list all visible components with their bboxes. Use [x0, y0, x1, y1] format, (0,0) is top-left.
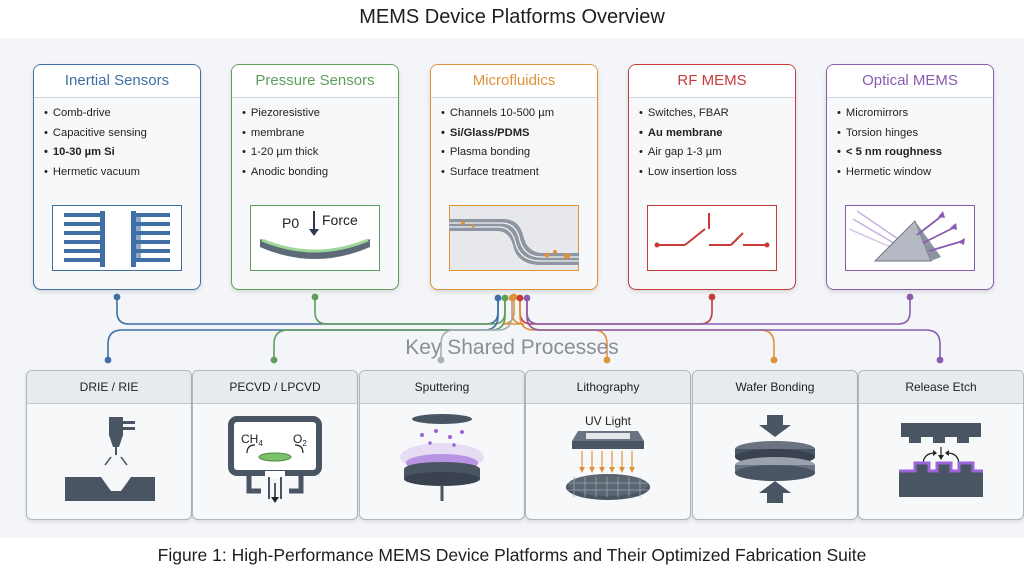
- process-card-title: DRIE / RIE: [27, 371, 191, 404]
- platform-bullet: Surface treatment: [441, 163, 597, 183]
- platform-bullet: Switches, FBAR: [639, 104, 795, 124]
- platform-card-rf-mems: RF MEMSSwitches, FBARAu membraneAir gap …: [628, 64, 796, 290]
- process-card-title: PECVD / LPCVD: [193, 371, 357, 404]
- process-card-title: Lithography: [526, 371, 690, 404]
- process-card-drie-rie: DRIE / RIE: [26, 370, 192, 520]
- platform-bullet: Capacitive sensing: [44, 124, 200, 144]
- platform-bullet: Torsion hinges: [837, 124, 993, 144]
- platform-bullet: Channels 10-500 µm: [441, 104, 597, 124]
- gas-label: O: [293, 432, 302, 446]
- platform-bullet: Hermetic vacuum: [44, 163, 200, 183]
- diaphragm-icon: P0 Force: [250, 205, 380, 271]
- release-etch-icon: [891, 413, 991, 509]
- etch-nozzle-icon: [59, 413, 159, 509]
- platform-bullet: Plasma bonding: [441, 143, 597, 163]
- p0-label: P0: [282, 215, 299, 231]
- process-card-release-etch: Release Etch: [858, 370, 1024, 520]
- platform-card-title: Microfluidics: [431, 65, 597, 98]
- platform-card-pressure-sensors: Pressure SensorsPiezoresistivemembrane1-…: [231, 64, 399, 290]
- platform-card-title: Optical MEMS: [827, 65, 993, 98]
- svg-text:O2: O2: [293, 432, 307, 448]
- platform-bullet: Au membrane: [639, 124, 795, 144]
- force-label: Force: [322, 212, 358, 228]
- channel-icon: [449, 205, 579, 271]
- page-title: MEMS Device Platforms Overview: [359, 6, 665, 28]
- platform-card-microfluidics: MicrofluidicsChannels 10-500 µmSi/Glass/…: [430, 64, 598, 290]
- deposition-chamber-icon: CH4 O2: [225, 413, 325, 509]
- rf-switch-icon: [647, 205, 777, 271]
- process-card-lithography: Lithography UV Light: [525, 370, 691, 520]
- platform-card-inertial-sensors: Inertial SensorsComb-driveCapacitive sen…: [33, 64, 201, 290]
- process-card-wafer-bonding: Wafer Bonding: [692, 370, 858, 520]
- platform-bullet: Low insertion loss: [639, 163, 795, 183]
- platform-bullet: Micromirrors: [837, 104, 993, 124]
- figure-caption: Figure 1: High-Performance MEMS Device P…: [157, 545, 867, 565]
- process-card-title: Sputtering: [360, 371, 524, 404]
- gas-label: 2: [302, 439, 307, 448]
- gas-label: 4: [258, 439, 263, 448]
- prism-mirror-icon: [845, 205, 975, 271]
- platform-bullet: Anodic bonding: [242, 163, 398, 183]
- uv-mask-icon: UV Light: [558, 413, 658, 509]
- platform-bullet: Comb-drive: [44, 104, 200, 124]
- process-card-title: Wafer Bonding: [693, 371, 857, 404]
- platform-bullet-list: Comb-driveCapacitive sensing10-30 µm SiH…: [34, 98, 200, 182]
- platform-bullet: Piezoresistive: [242, 104, 398, 124]
- process-card-title: Release Etch: [859, 371, 1023, 404]
- gas-label: CH: [241, 432, 258, 446]
- sputter-target-icon: [392, 413, 492, 509]
- platform-card-title: Pressure Sensors: [232, 65, 398, 98]
- platform-bullet: < 5 nm roughness: [837, 143, 993, 163]
- platform-bullet-list: MicromirrorsTorsion hinges< 5 nm roughne…: [827, 98, 993, 182]
- platform-bullet: Si/Glass/PDMS: [441, 124, 597, 144]
- platform-bullet: membrane: [242, 124, 398, 144]
- platform-card-optical-mems: Optical MEMSMicromirrorsTorsion hinges< …: [826, 64, 994, 290]
- process-card-pecvd-lpcvd: PECVD / LPCVD CH4 O2: [192, 370, 358, 520]
- platform-bullet-list: Switches, FBARAu membraneAir gap 1-3 µmL…: [629, 98, 795, 182]
- platform-bullet: 10-30 µm Si: [44, 143, 200, 163]
- process-card-sputtering: Sputtering: [359, 370, 525, 520]
- uv-light-label: UV Light: [585, 414, 632, 428]
- platform-bullet: Air gap 1-3 µm: [639, 143, 795, 163]
- shared-processes-label: Key Shared Processes: [405, 336, 619, 359]
- comb-drive-icon: [52, 205, 182, 271]
- platform-bullet: 1-20 µm thick: [242, 143, 398, 163]
- wafer-stack-icon: [725, 413, 825, 509]
- platform-bullet-list: Piezoresistivemembrane1-20 µm thickAnodi…: [232, 98, 398, 182]
- platform-card-title: RF MEMS: [629, 65, 795, 98]
- platform-bullet: Hermetic window: [837, 163, 993, 183]
- svg-text:CH4: CH4: [241, 432, 263, 448]
- platform-card-title: Inertial Sensors: [34, 65, 200, 98]
